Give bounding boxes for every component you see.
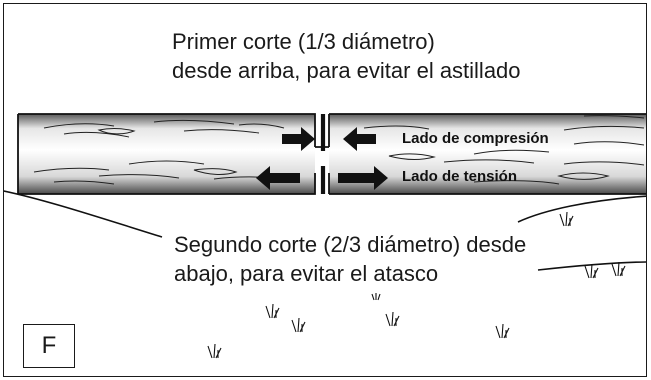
ground-line-right-upper [517, 195, 646, 223]
tension-side-label: Lado de tensión [402, 168, 518, 185]
arrow-compression-left [282, 127, 315, 151]
ground-line-right-lower [537, 261, 646, 271]
second-cut-caption-line-2: abajo, para evitar el atasco [174, 261, 439, 286]
log-illustration [4, 113, 646, 359]
first-cut-caption: Primer corte (1/3 diámetro) desde arriba… [172, 27, 521, 85]
second-cut-caption-line-1: Segundo corte (2/3 diámetro) desde [174, 232, 527, 257]
panel-letter-box: F [23, 324, 75, 368]
bark-texture [33, 115, 645, 185]
ground-line-left [4, 190, 163, 238]
second-cut-caption: Segundo corte (2/3 diámetro) desde abajo… [174, 230, 526, 288]
figure-frame: Primer corte (1/3 diámetro) desde arriba… [3, 3, 647, 377]
first-cut-caption-line-2: desde arriba, para evitar el astillado [172, 58, 521, 83]
arrow-compression-right [343, 127, 376, 151]
compression-side-label: Lado de compresión [402, 130, 549, 147]
saw-kerfs [320, 114, 326, 194]
grass-tufts [207, 211, 626, 359]
panel-letter: F [41, 332, 57, 359]
arrow-tension-left [256, 166, 300, 190]
arrow-tension-right [338, 166, 388, 190]
first-cut-caption-line-1: Primer corte (1/3 diámetro) [172, 29, 435, 54]
force-arrows [256, 127, 388, 190]
